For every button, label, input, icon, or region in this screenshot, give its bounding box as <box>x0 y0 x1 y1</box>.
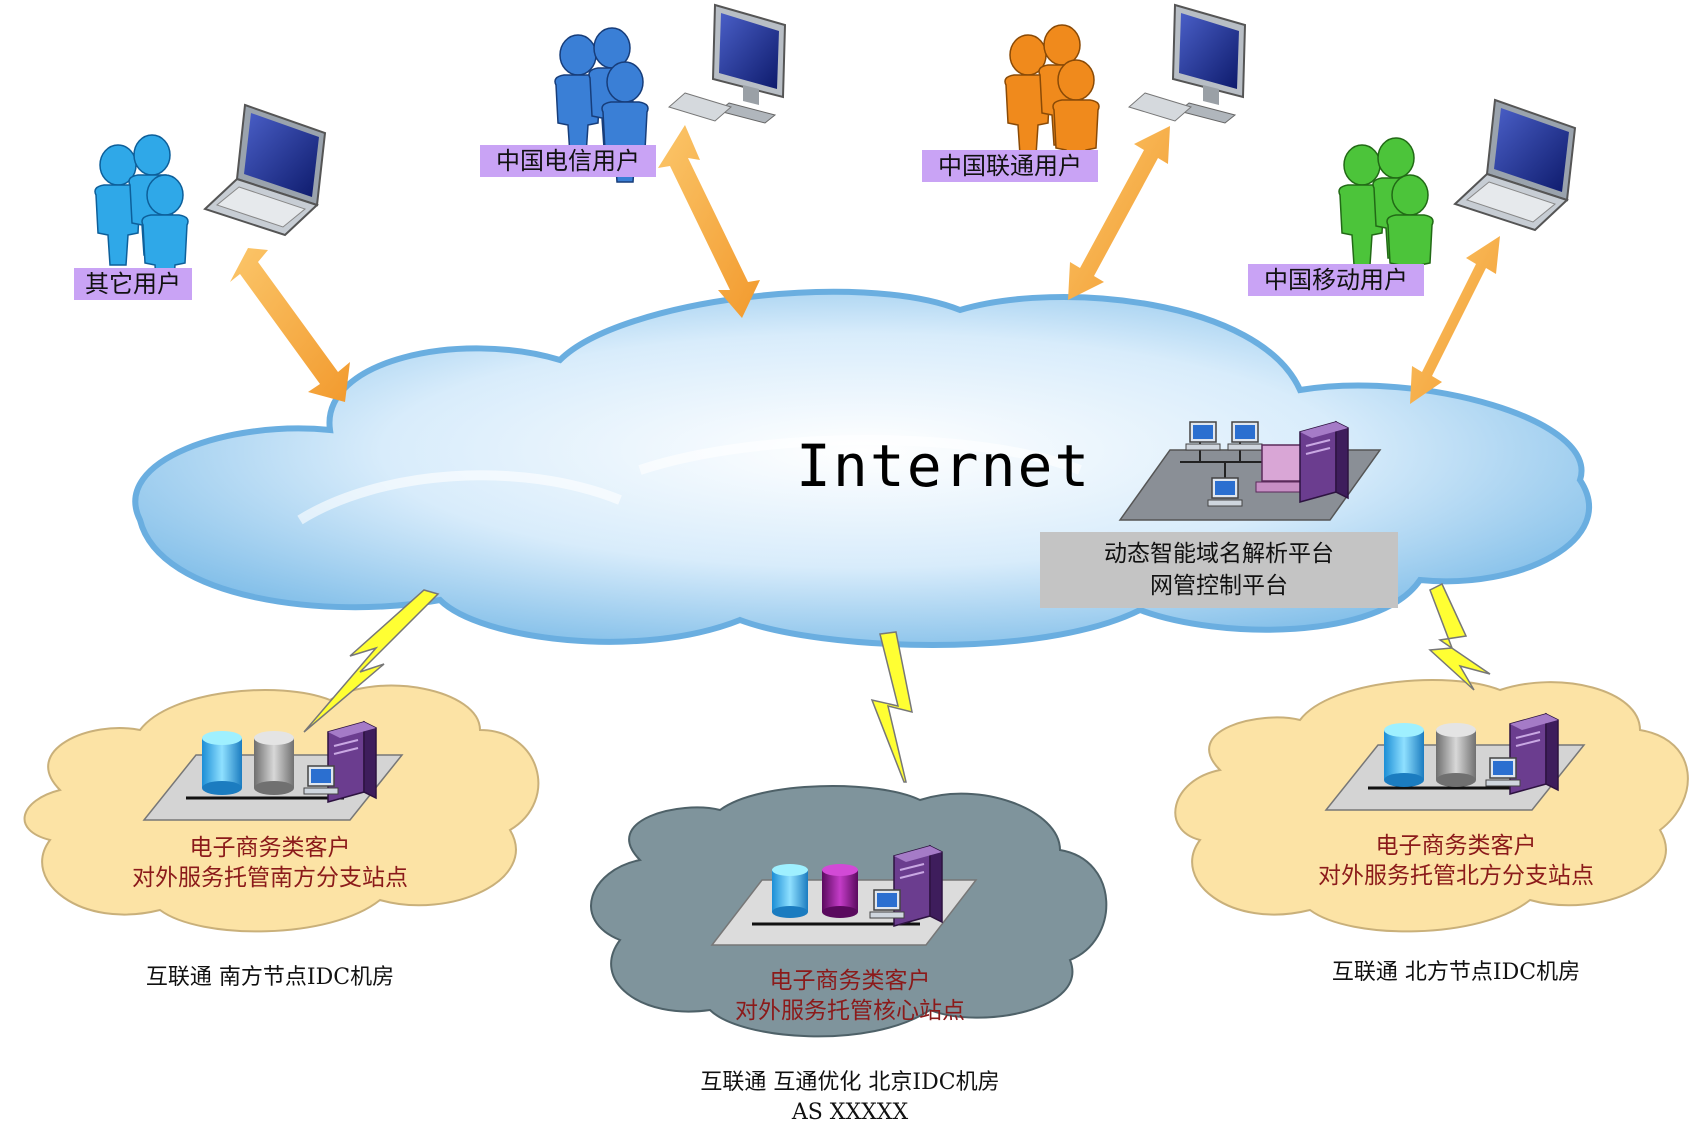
laptop-icon <box>204 104 326 236</box>
mobile-users-label: 中国移动用户 <box>1248 264 1424 296</box>
south-site-link-bolt-icon <box>303 589 440 733</box>
south-site-line1: 电子商务类客户 <box>189 835 351 861</box>
unicom-users-label: 中国联通用户 <box>922 150 1098 182</box>
south-idc-label: 互联通 南方节点IDC机房 <box>145 965 395 990</box>
dns-platform-icon <box>1118 421 1382 521</box>
core-site-line1: 电子商务类客户 <box>769 968 931 994</box>
telecom-users-arrow <box>658 125 760 318</box>
core-idc-as: AS XXXXX <box>791 1100 909 1125</box>
north-site-equipment-icon <box>1324 713 1586 811</box>
dns-platform-label: 动态智能域名解析平台 网管控制平台 <box>1040 532 1398 608</box>
other-users-arrow <box>230 248 350 402</box>
dns-platform-line2: 网管控制平台 <box>1150 573 1288 599</box>
unicom-users-arrow <box>1068 126 1170 300</box>
desktop-computer-icon <box>1128 4 1246 124</box>
north-site-label: 电子商务类客户 对外服务托管北方分支站点 <box>1276 831 1636 891</box>
telecom-users-label: 中国电信用户 <box>480 145 656 177</box>
laptop-icon <box>1454 99 1576 231</box>
other-users-label: 其它用户 <box>74 268 192 300</box>
core-idc-label: 互联通 互通优化 北京IDC机房 AS XXXXX <box>660 1068 1040 1128</box>
core-site-link-bolt-icon <box>870 631 913 783</box>
core-site-equipment-icon <box>710 845 978 946</box>
south-site-equipment-icon <box>142 721 404 821</box>
south-site-line2: 对外服务托管南方分支站点 <box>132 865 408 891</box>
internet-label: Internet <box>796 432 1092 500</box>
north-site-line1: 电子商务类客户 <box>1375 833 1537 859</box>
north-site-link-bolt-icon <box>1428 582 1491 691</box>
north-site-line2: 对外服务托管北方分支站点 <box>1318 863 1594 889</box>
core-idc-line1: 互联通 互通优化 北京IDC机房 <box>700 1070 1000 1095</box>
north-idc-label: 互联通 北方节点IDC机房 <box>1331 960 1581 985</box>
dns-platform-line1: 动态智能域名解析平台 <box>1104 541 1334 567</box>
desktop-computer-icon <box>668 4 786 124</box>
core-site-label: 电子商务类客户 对外服务托管核心站点 <box>690 966 1010 1026</box>
mobile-users-arrow <box>1410 236 1500 404</box>
core-site-line2: 对外服务托管核心站点 <box>735 998 965 1024</box>
south-site-label: 电子商务类客户 对外服务托管南方分支站点 <box>100 833 440 893</box>
